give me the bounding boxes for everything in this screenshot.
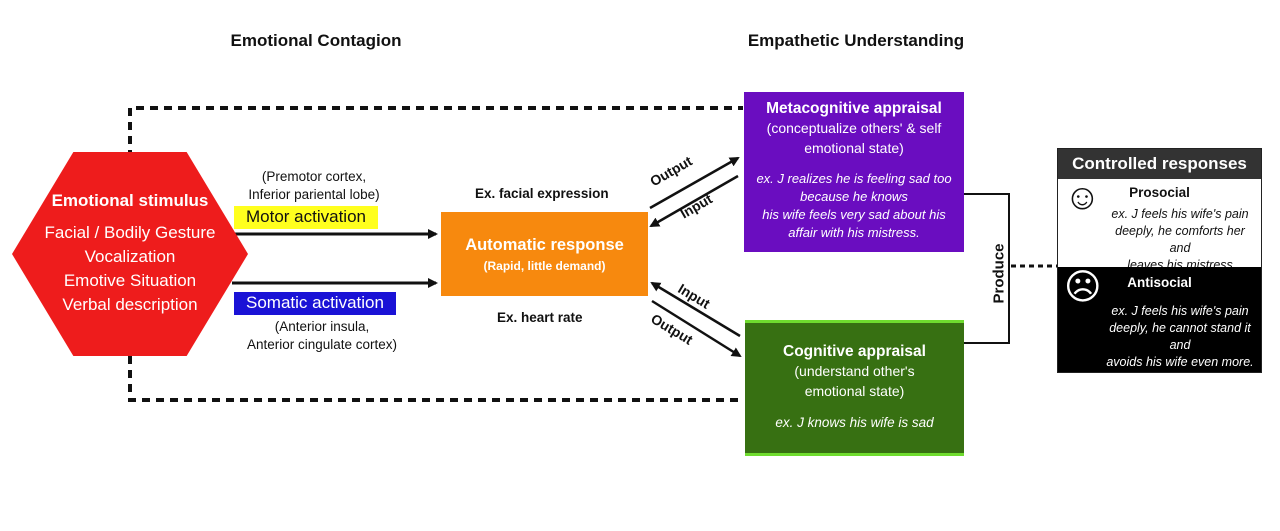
cognitive-desc-line: (understand other's — [794, 363, 915, 379]
feedback-loop-bottom — [128, 356, 743, 402]
stimulus-line: Vocalization — [84, 247, 176, 266]
antisocial-title: Antisocial — [1127, 275, 1192, 290]
automatic-response-subtitle: (Rapid, little demand) — [483, 258, 606, 273]
antisocial-example-line: avoids his wife even more. — [1106, 355, 1254, 369]
metacognitive-title: Metacognitive appraisal — [766, 100, 942, 117]
automatic-response-title: Automatic response — [465, 235, 624, 254]
motor-activation-label: Motor activation — [234, 206, 378, 229]
somatic-region-line: (Anterior insula, — [274, 319, 370, 334]
metacognitive-example-line: affair with his mistress. — [788, 225, 920, 240]
cognitive-desc-line: emotional state) — [804, 383, 905, 399]
example-facial-expression: Ex. facial expression — [475, 186, 609, 201]
metacognitive-example: ex. J realizes he is feeling sad too bec… — [756, 170, 951, 242]
motor-region-line: (Premotor cortex, — [261, 169, 367, 184]
antisocial-section: ☹ Antisocial ex. J feels his wife's pain… — [1058, 267, 1261, 372]
stimulus-line: Verbal description — [62, 295, 198, 314]
motor-regions: (Premotor cortex, Inferior pariental lob… — [228, 168, 400, 204]
automatic-response-box: Automatic response (Rapid, little demand… — [441, 212, 648, 296]
output-arrow-top — [649, 156, 740, 210]
stimulus-line: Facial / Bodily Gesture — [44, 223, 216, 242]
prosocial-title: Prosocial — [1129, 185, 1190, 200]
stimulus-line: Emotive Situation — [63, 271, 197, 290]
input-arrow-top — [649, 174, 739, 228]
cognitive-appraisal-box: Cognitive appraisal (understand other's … — [745, 320, 964, 456]
somatic-activation-label: Somatic activation — [234, 292, 396, 315]
heading-emotional-contagion: Emotional Contagion — [230, 31, 402, 50]
controlled-responses-title: Controlled responses — [1058, 149, 1261, 179]
stimulus-title: Emotional stimulus — [51, 191, 209, 210]
prosocial-section: ☺ Prosocial ex. J feels his wife's pain … — [1058, 176, 1261, 272]
prosocial-example-line: ex. J feels his wife's pain — [1111, 207, 1249, 221]
antisocial-example: ex. J feels his wife's pain deeply, he c… — [1105, 303, 1255, 371]
cognitive-title: Cognitive appraisal — [783, 343, 926, 360]
produce-label: Produce — [969, 238, 1029, 308]
antisocial-example-line: deeply, he cannot stand it and — [1109, 321, 1251, 352]
motor-region-line: Inferior pariental lobe) — [248, 187, 380, 202]
prosocial-example: ex. J feels his wife's pain deeply, he c… — [1105, 206, 1255, 274]
feedback-loop-top — [128, 106, 743, 158]
somatic-region-line: Anterior cingulate cortex) — [246, 337, 398, 352]
metacognitive-example-line: because he knows — [800, 189, 908, 204]
smiley-face-icon: ☺ — [1064, 176, 1101, 217]
heading-empathetic-understanding: Empathetic Understanding — [747, 31, 965, 50]
input-arrow-bottom — [650, 281, 741, 338]
metacognitive-appraisal-box: Metacognitive appraisal (conceptualize o… — [744, 92, 964, 252]
output-arrow-bottom — [651, 299, 742, 358]
cognitive-example: ex. J knows his wife is sad — [775, 415, 934, 430]
antisocial-example-line: ex. J feels his wife's pain — [1111, 304, 1249, 318]
metacognitive-desc-line: emotional state) — [804, 140, 904, 156]
metacognitive-example-line: ex. J realizes he is feeling sad too — [756, 171, 952, 186]
produce-bracket — [964, 193, 1010, 344]
produce-text: Produce — [990, 238, 1008, 308]
somatic-regions: (Anterior insula, Anterior cingulate cor… — [224, 318, 420, 354]
controlled-responses-panel: Controlled responses ☺ Prosocial ex. J f… — [1057, 148, 1262, 373]
frowning-face-icon: ☹ — [1064, 266, 1102, 307]
metacognitive-desc-line: (conceptualize others' & self — [766, 120, 942, 136]
metacognitive-example-line: his wife feels very sad about his — [762, 207, 946, 222]
prosocial-example-line: deeply, he comforts her and — [1115, 224, 1245, 255]
example-heart-rate: Ex. heart rate — [497, 310, 583, 325]
